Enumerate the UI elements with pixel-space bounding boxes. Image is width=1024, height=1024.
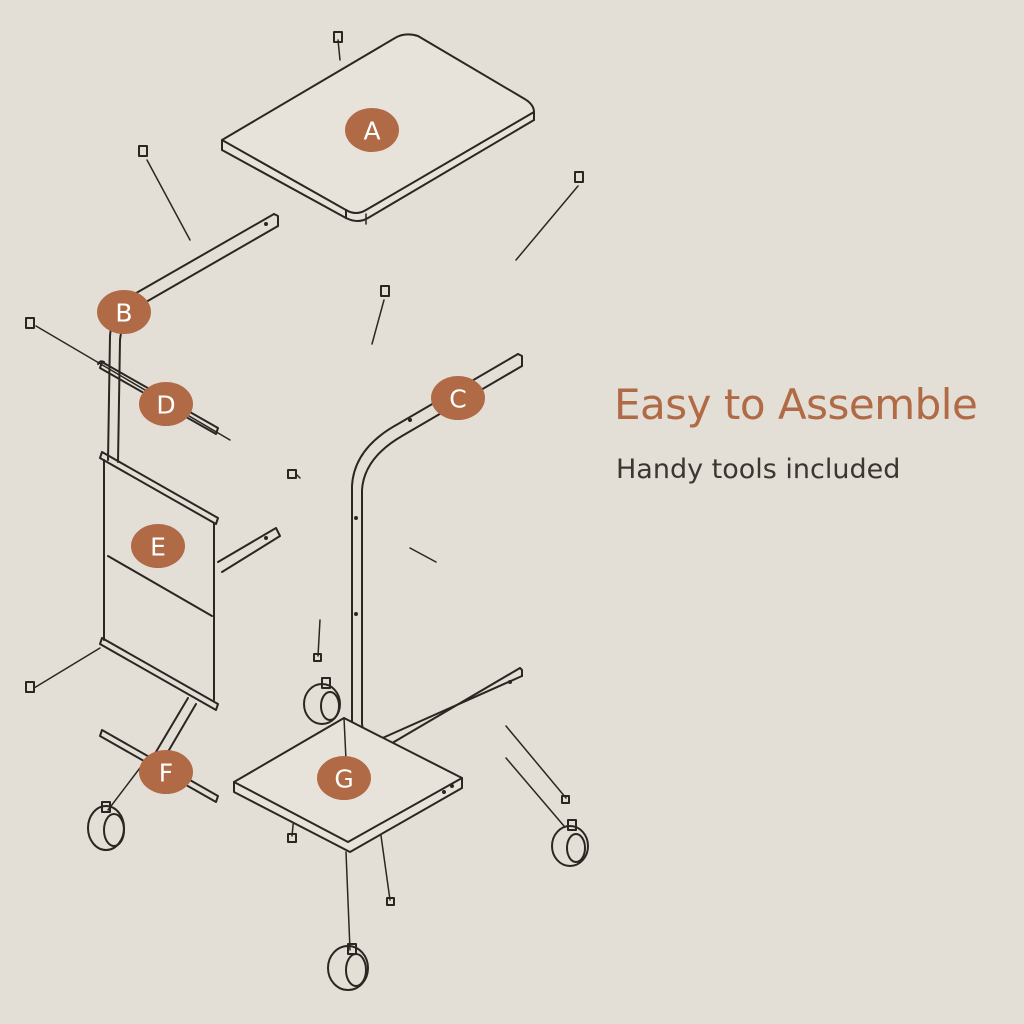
- badge-b: B: [97, 290, 151, 334]
- badge-e-circle: [131, 524, 185, 568]
- badge-e: E: [131, 524, 185, 568]
- badge-g-label: G: [334, 765, 353, 794]
- badge-g-circle: [317, 756, 371, 800]
- subheadline: Handy tools included: [616, 454, 901, 485]
- badge-c-label: C: [449, 385, 466, 414]
- badge-f-label: F: [159, 759, 173, 788]
- badge-f-circle: [139, 750, 193, 794]
- badge-g: G: [317, 756, 371, 800]
- part-b-left-frame: [107, 213, 279, 463]
- part-c-right-frame: [351, 353, 523, 757]
- part-e-storage-pocket: [99, 451, 281, 711]
- badge-e-label: E: [150, 533, 166, 562]
- badge-d-circle: [139, 382, 193, 426]
- badge-b-label: B: [115, 299, 132, 328]
- badge-f: F: [139, 750, 193, 794]
- badge-a: A: [345, 108, 399, 152]
- badge-c: C: [431, 376, 485, 420]
- badge-a-circle: [345, 108, 399, 152]
- badge-d-label: D: [156, 391, 175, 420]
- badge-a-label: A: [363, 117, 380, 146]
- badge-c-circle: [431, 376, 485, 420]
- badge-d: D: [139, 382, 193, 426]
- headline: Easy to Assemble: [614, 380, 978, 429]
- screws: [25, 145, 584, 906]
- badge-b-circle: [97, 290, 151, 334]
